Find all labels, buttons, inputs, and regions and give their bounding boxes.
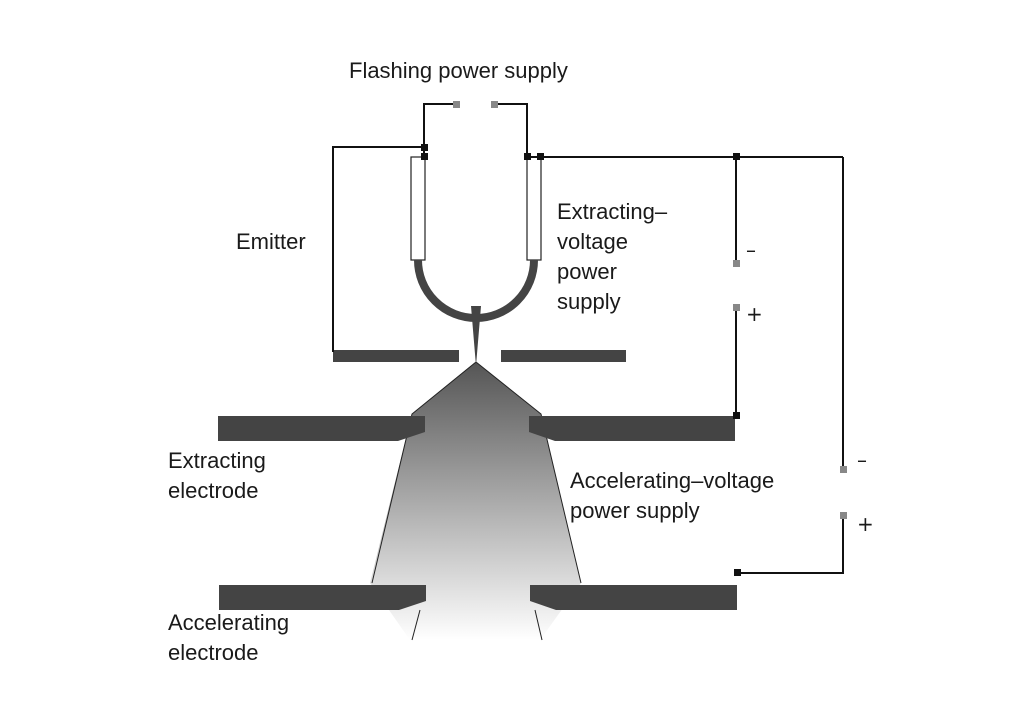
- junction-dot: [734, 569, 741, 576]
- emitter-tip: [471, 306, 481, 366]
- label-line: Extracting–: [557, 199, 668, 224]
- label-line: electrode: [168, 640, 259, 665]
- filament-support-left: [410, 156, 426, 261]
- accelerating-voltage-power-supply-label: Accelerating–voltage power supply: [570, 466, 774, 526]
- junction-dot: [733, 153, 740, 160]
- junction-dot: [421, 153, 428, 160]
- beam-lower-edge-right: [534, 609, 543, 641]
- flashing-terminal-left: [453, 101, 460, 108]
- accelerating-plus-sign: +: [857, 512, 874, 536]
- label-line: power supply: [570, 498, 700, 523]
- extracting-plus-sign: +: [746, 302, 763, 326]
- beam-edge-right: [475, 361, 582, 584]
- emitter-label: Emitter: [236, 229, 306, 254]
- extracting-terminal-minus: [733, 260, 740, 267]
- extracting-electrode-left: [218, 416, 425, 441]
- flashing-terminal-right: [491, 101, 498, 108]
- label-line: voltage: [557, 229, 628, 254]
- junction-dot: [537, 153, 544, 160]
- extracting-electrode-right: [529, 416, 735, 441]
- accelerating-terminal-minus: [840, 466, 847, 473]
- filament-support-right: [526, 156, 542, 261]
- flashing-power-supply-label: Flashing power supply: [349, 58, 568, 83]
- extracting-electrode-label: Extracting electrode: [168, 446, 266, 506]
- label-line: electrode: [168, 478, 259, 503]
- label-line: Extracting: [168, 448, 266, 473]
- emitter-lead-wire: [332, 146, 424, 352]
- accelerating-electrode-label: Accelerating electrode: [168, 608, 289, 668]
- label-line: power: [557, 259, 617, 284]
- extracting-voltage-power-supply-label: Extracting– voltage power supply: [557, 197, 667, 317]
- label-line: Accelerating: [168, 610, 290, 635]
- label-line: Accelerating–voltage: [570, 468, 775, 493]
- flashing-wire-left: [423, 103, 457, 157]
- accelerating-terminal-plus: [840, 512, 847, 519]
- accelerating-electrode-right: [530, 585, 737, 610]
- junction-dot: [733, 412, 740, 419]
- extracting-minus-sign: –: [746, 238, 756, 262]
- beam-lower-edge-left: [411, 609, 421, 641]
- accelerating-minus-sign: –: [857, 448, 867, 472]
- accelerating-supply-wire-lower: [737, 515, 844, 574]
- junction-dot: [421, 144, 428, 151]
- junction-dot: [524, 153, 531, 160]
- flashing-wire-right: [494, 103, 528, 157]
- beam-edge-left: [371, 361, 477, 584]
- label-line: supply: [557, 289, 621, 314]
- emitter-plate-right: [501, 350, 626, 362]
- accelerating-electrode-left: [219, 585, 426, 610]
- emitter-plate-left: [333, 350, 459, 362]
- extracting-terminal-plus: [733, 304, 740, 311]
